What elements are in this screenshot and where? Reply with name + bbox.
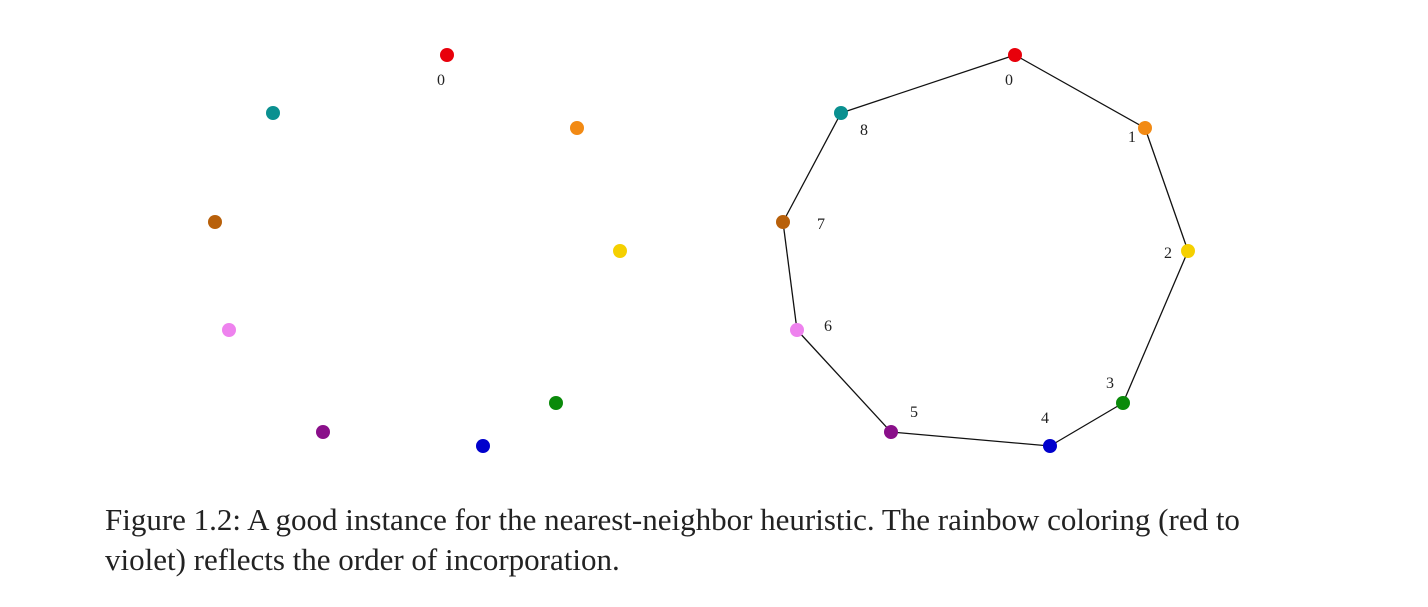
tour-edge-3-4 [1049, 402, 1124, 447]
tour-point-6 [790, 323, 804, 337]
left-point-5 [316, 425, 330, 439]
tour-edge-5-6 [796, 329, 892, 433]
nearest-neighbor-tour-panel: 0 1 2 3 4 5 6 7 8 [776, 48, 1195, 453]
tour-point-3 [1116, 396, 1130, 410]
tour-point-4 [1043, 439, 1057, 453]
tour-edge-0-1 [1014, 54, 1146, 129]
tour-point-label-8: 8 [860, 122, 868, 139]
tour-edge-4-5 [890, 431, 1051, 447]
tour-point-label-5: 5 [910, 404, 918, 421]
tour-point-label-7: 7 [817, 216, 825, 233]
figure-canvas: 0 0 1 2 3 4 5 6 7 8 [208, 48, 1195, 453]
left-point-1 [570, 121, 584, 135]
left-point-7 [208, 215, 222, 229]
tour-point-label-3: 3 [1106, 375, 1114, 392]
tour-edge-7-8 [782, 112, 842, 223]
unvisited-points-panel: 0 [208, 48, 627, 453]
tour-edge-6-7 [782, 221, 798, 331]
tour-point-label-6: 6 [824, 318, 832, 335]
left-point-4 [476, 439, 490, 453]
tour-point-label-0: 0 [1005, 72, 1013, 89]
tour-point-8 [834, 106, 848, 120]
tour-point-7 [776, 215, 790, 229]
left-point-label-0: 0 [437, 72, 445, 89]
tour-point-2 [1181, 244, 1195, 258]
tour-figure: 0 0 1 2 3 4 5 6 7 8 [208, 48, 1195, 453]
left-point-6 [222, 323, 236, 337]
left-point-2 [613, 244, 627, 258]
tour-point-label-4: 4 [1041, 410, 1049, 427]
tour-edge-1-2 [1144, 127, 1189, 252]
left-point-0 [440, 48, 454, 62]
tour-point-label-1: 1 [1128, 129, 1136, 146]
tour-edge-2-3 [1122, 250, 1189, 404]
figure-caption: Figure 1.2: A good instance for the near… [105, 502, 1240, 577]
tour-point-1 [1138, 121, 1152, 135]
left-point-3 [549, 396, 563, 410]
tour-edge-8-0 [840, 54, 1016, 114]
tour-point-5 [884, 425, 898, 439]
left-point-8 [266, 106, 280, 120]
tour-point-0 [1008, 48, 1022, 62]
tour-point-label-2: 2 [1164, 245, 1172, 262]
